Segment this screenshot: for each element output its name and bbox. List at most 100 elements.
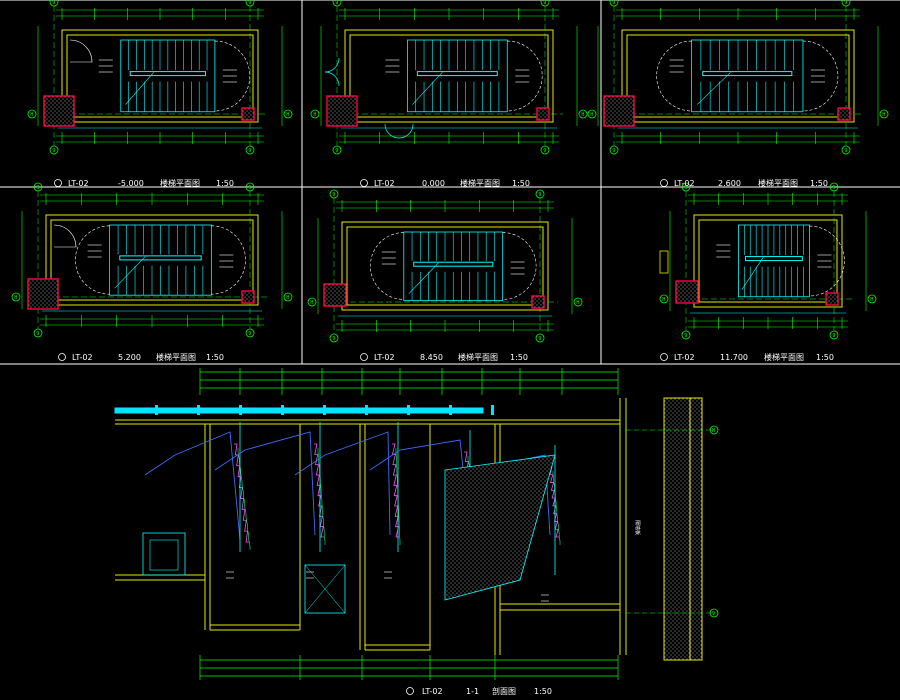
column-right	[536, 107, 550, 121]
axis-bubble-label: H	[882, 112, 885, 118]
stair-treads-cut	[549, 466, 559, 538]
column-right	[241, 107, 255, 121]
axis-bubble-label: H	[576, 300, 579, 306]
axis-bubble-label: 9	[684, 185, 687, 191]
axis-bubble-label: H	[662, 297, 665, 303]
plan-2-level: 0.000	[422, 179, 445, 188]
wall-inner	[349, 34, 549, 118]
column-left	[326, 95, 358, 127]
axis-bubble	[841, 0, 851, 7]
axis-bubble	[681, 330, 691, 340]
axis-bubble	[33, 328, 43, 338]
landing-arc-right	[214, 40, 251, 112]
column-left	[603, 95, 635, 127]
axis-bubble-label: H	[590, 112, 593, 118]
axis-bubble	[535, 189, 545, 199]
stair-section-drawing: H 9 隔墙板	[114, 368, 719, 680]
plan-caption-6: LT-02 11.700 楼梯平面图 1:50	[660, 352, 834, 362]
axis-bubble-label: 9	[543, 148, 546, 154]
wall-outer	[341, 221, 549, 311]
axis-bubble	[283, 292, 293, 302]
landing-arc-left	[656, 40, 692, 112]
plan-2-scale: 1:50	[512, 179, 530, 188]
axis-bubble	[609, 145, 619, 155]
plan-3-code: LT-02	[674, 179, 695, 188]
side-stub	[659, 250, 669, 274]
axis-bubble-label: 9	[832, 333, 835, 339]
roof-marker	[491, 405, 494, 415]
column-left	[323, 283, 347, 307]
axis-bubble	[540, 145, 550, 155]
column-left	[675, 280, 699, 304]
axis-bubble-label: 9	[36, 185, 39, 191]
wall-inner	[626, 34, 850, 118]
axis-bubble-label: 9	[36, 331, 39, 337]
roof-marker	[155, 405, 158, 415]
axis-bubble	[33, 182, 43, 192]
axis-bubble-label: 9	[543, 0, 546, 6]
axis-bubble	[283, 109, 293, 119]
plan-3-level: 2.600	[718, 179, 741, 188]
wall-outer	[693, 214, 843, 308]
wall-inner	[50, 219, 254, 301]
wall-inner	[66, 34, 254, 118]
roof-marker	[449, 405, 452, 415]
door-swing-bottom	[384, 123, 400, 139]
stair-steps	[317, 448, 326, 545]
column-left	[27, 278, 59, 310]
axis-bubble	[681, 182, 691, 192]
wall-inner	[346, 226, 544, 306]
axis-bubble	[27, 109, 37, 119]
axis-bubble-label: 9	[335, 0, 338, 6]
axis-bubble	[829, 330, 839, 340]
stair-treads-cut	[314, 443, 324, 538]
axis-bubble-label: H	[14, 295, 17, 301]
axis-bubble	[829, 182, 839, 192]
axis-bubble-label: H	[286, 112, 289, 118]
axis-bubble-label: 9	[612, 0, 615, 6]
column-right	[531, 295, 545, 309]
handrail	[416, 71, 498, 77]
axis-bubble-label: H	[581, 112, 584, 118]
axis-bubble-label: H	[310, 300, 313, 306]
axis-bubble-label: 9	[332, 192, 335, 198]
axis-bubble-label: 9	[844, 148, 847, 154]
flight-outline	[214, 431, 316, 536]
axis-bubble	[11, 292, 21, 302]
plan-caption-4: LT-02 5.200 楼梯平面图 1:50	[58, 352, 224, 362]
axis-bubble	[879, 109, 889, 119]
axis-bubble	[535, 333, 545, 343]
door-swing-bottom	[398, 123, 414, 139]
section-axis-label-bottom: 9	[712, 611, 715, 617]
wall-outer	[45, 214, 259, 306]
axis-bubble-label: 9	[248, 185, 251, 191]
plan-4-code: LT-02	[72, 353, 93, 362]
wall-inner	[698, 219, 838, 303]
section-bottom-dimensions	[199, 655, 619, 680]
wall-outer	[61, 29, 259, 123]
sheet-frame	[0, 0, 900, 365]
axis-bubble	[307, 297, 317, 307]
roof-marker	[197, 405, 200, 415]
axis-bubble-label: 9	[332, 336, 335, 342]
stair-steps	[237, 448, 251, 550]
plan-4-scale: 1:50	[206, 353, 224, 362]
axis-bubble	[841, 145, 851, 155]
landing-arc-right	[507, 40, 543, 112]
door-swing	[69, 39, 93, 63]
column-right	[825, 292, 839, 306]
axis-bubble-label: 9	[52, 148, 55, 154]
axis-bubble	[867, 294, 877, 304]
axis-bubble	[245, 0, 255, 7]
plan-6-code: LT-02	[674, 353, 695, 362]
axis-bubble-label: 9	[538, 192, 541, 198]
stair-direction-line	[741, 257, 764, 290]
door-swing	[53, 224, 77, 248]
landing-arc-right	[502, 232, 537, 300]
axis-bubble	[587, 109, 597, 119]
landing-arc-right	[802, 40, 839, 112]
